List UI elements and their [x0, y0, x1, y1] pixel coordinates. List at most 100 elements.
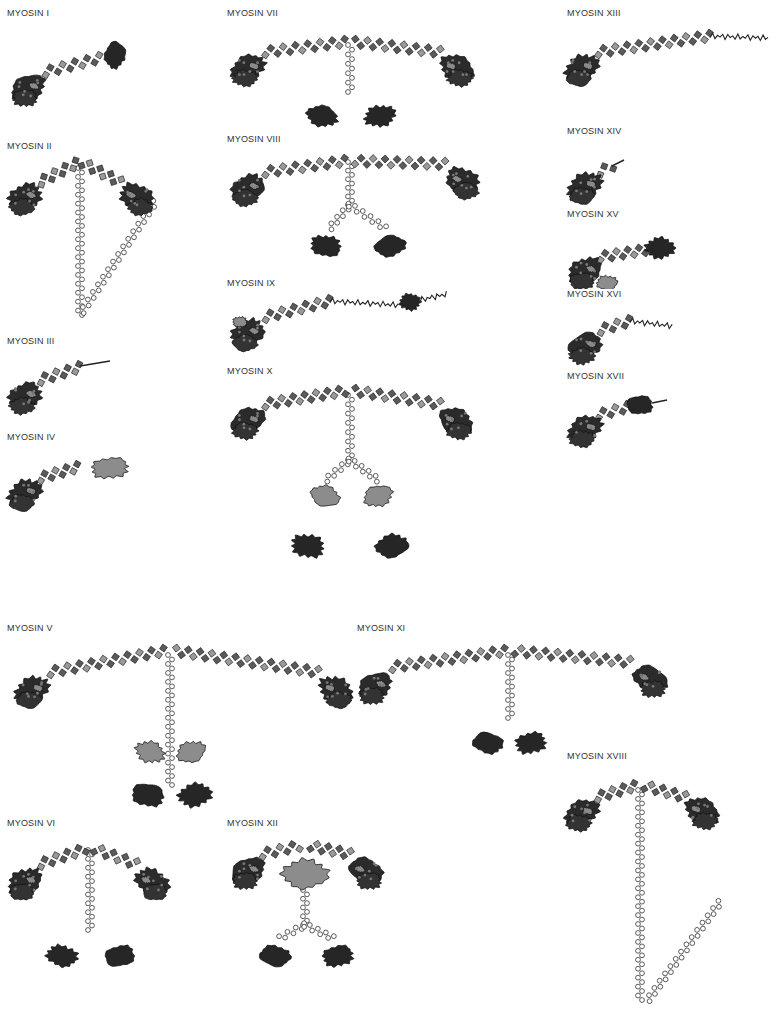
tail-domain	[105, 945, 134, 966]
coiled-coil-tail	[346, 43, 355, 95]
motor-head	[446, 69, 474, 87]
motor-head-patch	[233, 317, 247, 328]
head-texture	[142, 873, 163, 892]
motor-head	[359, 687, 384, 704]
head-texture	[639, 671, 661, 688]
coiled-coil-tail	[76, 166, 85, 318]
coiled-coil-tail	[301, 888, 310, 928]
motor-head	[12, 90, 37, 107]
class-label: MYOSIN XIV	[566, 126, 623, 136]
neck-helix	[597, 314, 633, 336]
motor-head-patch	[354, 865, 365, 872]
neck-helix	[351, 35, 444, 58]
head-texture	[571, 59, 591, 76]
motor-head	[16, 691, 42, 708]
motor-head-patch	[26, 191, 37, 198]
tail-domain	[45, 944, 79, 968]
neck-helix	[262, 294, 333, 324]
tail-domain	[322, 945, 354, 967]
neck-helix	[78, 159, 125, 185]
motor-head-patch	[249, 327, 260, 335]
coiled-coil-tail	[346, 160, 355, 208]
tail-segment	[80, 361, 110, 366]
tail-segment	[612, 160, 624, 166]
motor-head	[9, 495, 34, 512]
head-texture	[575, 420, 596, 437]
coiled-coil-tail	[636, 788, 645, 1003]
motor-head-patch	[583, 808, 592, 815]
neck-helix	[47, 644, 168, 679]
tail-domain	[279, 858, 330, 890]
coiled-coil-tail	[506, 653, 515, 721]
class-label: MYOSIN V	[6, 623, 54, 633]
coiled-coil-tail	[325, 456, 351, 484]
class-label: MYOSIN I	[6, 8, 50, 18]
tail-segment	[420, 291, 446, 302]
motor-head-patch	[141, 877, 152, 884]
neck-helix	[259, 840, 304, 860]
tail-segment	[630, 318, 672, 328]
motor-head-patch	[249, 415, 259, 423]
tail-domain	[260, 945, 292, 967]
coiled-coil-tail	[302, 923, 336, 941]
class-label: MYOSIN XV	[566, 209, 620, 219]
tail-domain	[398, 293, 421, 311]
head-texture	[575, 178, 596, 195]
head-texture	[238, 59, 259, 76]
class-label: MYOSIN XI	[356, 623, 406, 633]
coiled-coil-tail	[86, 848, 95, 933]
head-texture	[355, 862, 378, 880]
motor-head-patch	[325, 684, 334, 691]
motor-head	[569, 187, 595, 204]
class-label: MYOSIN XII	[226, 818, 279, 828]
class-label: MYOSIN XIII	[566, 8, 622, 18]
tail-domain	[374, 533, 409, 558]
head-texture	[14, 188, 35, 206]
coiled-coil-tail	[166, 653, 175, 788]
tail-domain	[91, 458, 129, 479]
motor-head-patch	[583, 63, 593, 70]
motor-head	[8, 397, 35, 415]
motor-head-patch	[26, 877, 37, 884]
class-label: MYOSIN VI	[6, 818, 56, 828]
neck-helix	[172, 644, 322, 678]
motor-head-patch	[376, 681, 387, 688]
coiled-coil-tail	[647, 898, 722, 1003]
head-texture	[446, 59, 468, 76]
tail-domain	[627, 396, 653, 414]
tail-domain	[310, 485, 341, 506]
motor-head-patch	[691, 806, 701, 813]
motor-head	[11, 884, 34, 900]
tail-domain	[311, 235, 341, 256]
neck-helix	[597, 244, 650, 264]
coiled-coil-tail	[329, 201, 351, 231]
head-texture	[238, 862, 259, 880]
class-label: MYOSIN VIII	[226, 134, 282, 144]
neck-helix	[511, 645, 635, 669]
neck-helix	[38, 157, 79, 188]
head-texture	[575, 338, 596, 355]
neck-helix	[37, 844, 90, 870]
motor-head-patch	[585, 340, 596, 347]
neck-helix	[42, 51, 103, 79]
tail-domain	[291, 534, 324, 558]
head-texture	[452, 172, 473, 189]
motor-head	[126, 198, 152, 216]
head-texture	[22, 681, 43, 698]
coiled-coil-tail	[80, 198, 156, 315]
motor-head	[326, 691, 352, 708]
motor-head	[232, 334, 258, 352]
tail-domain	[374, 235, 406, 257]
motor-head	[144, 884, 167, 900]
head-texture	[14, 873, 35, 892]
head-texture	[14, 387, 35, 405]
head-texture	[238, 412, 259, 430]
coiled-coil-tail	[346, 393, 355, 463]
motor-head-patch	[586, 424, 595, 431]
head-texture	[326, 681, 347, 698]
neck-helix	[388, 644, 508, 674]
class-label: MYOSIN III	[6, 336, 56, 346]
class-label: MYOSIN XVI	[566, 289, 623, 299]
